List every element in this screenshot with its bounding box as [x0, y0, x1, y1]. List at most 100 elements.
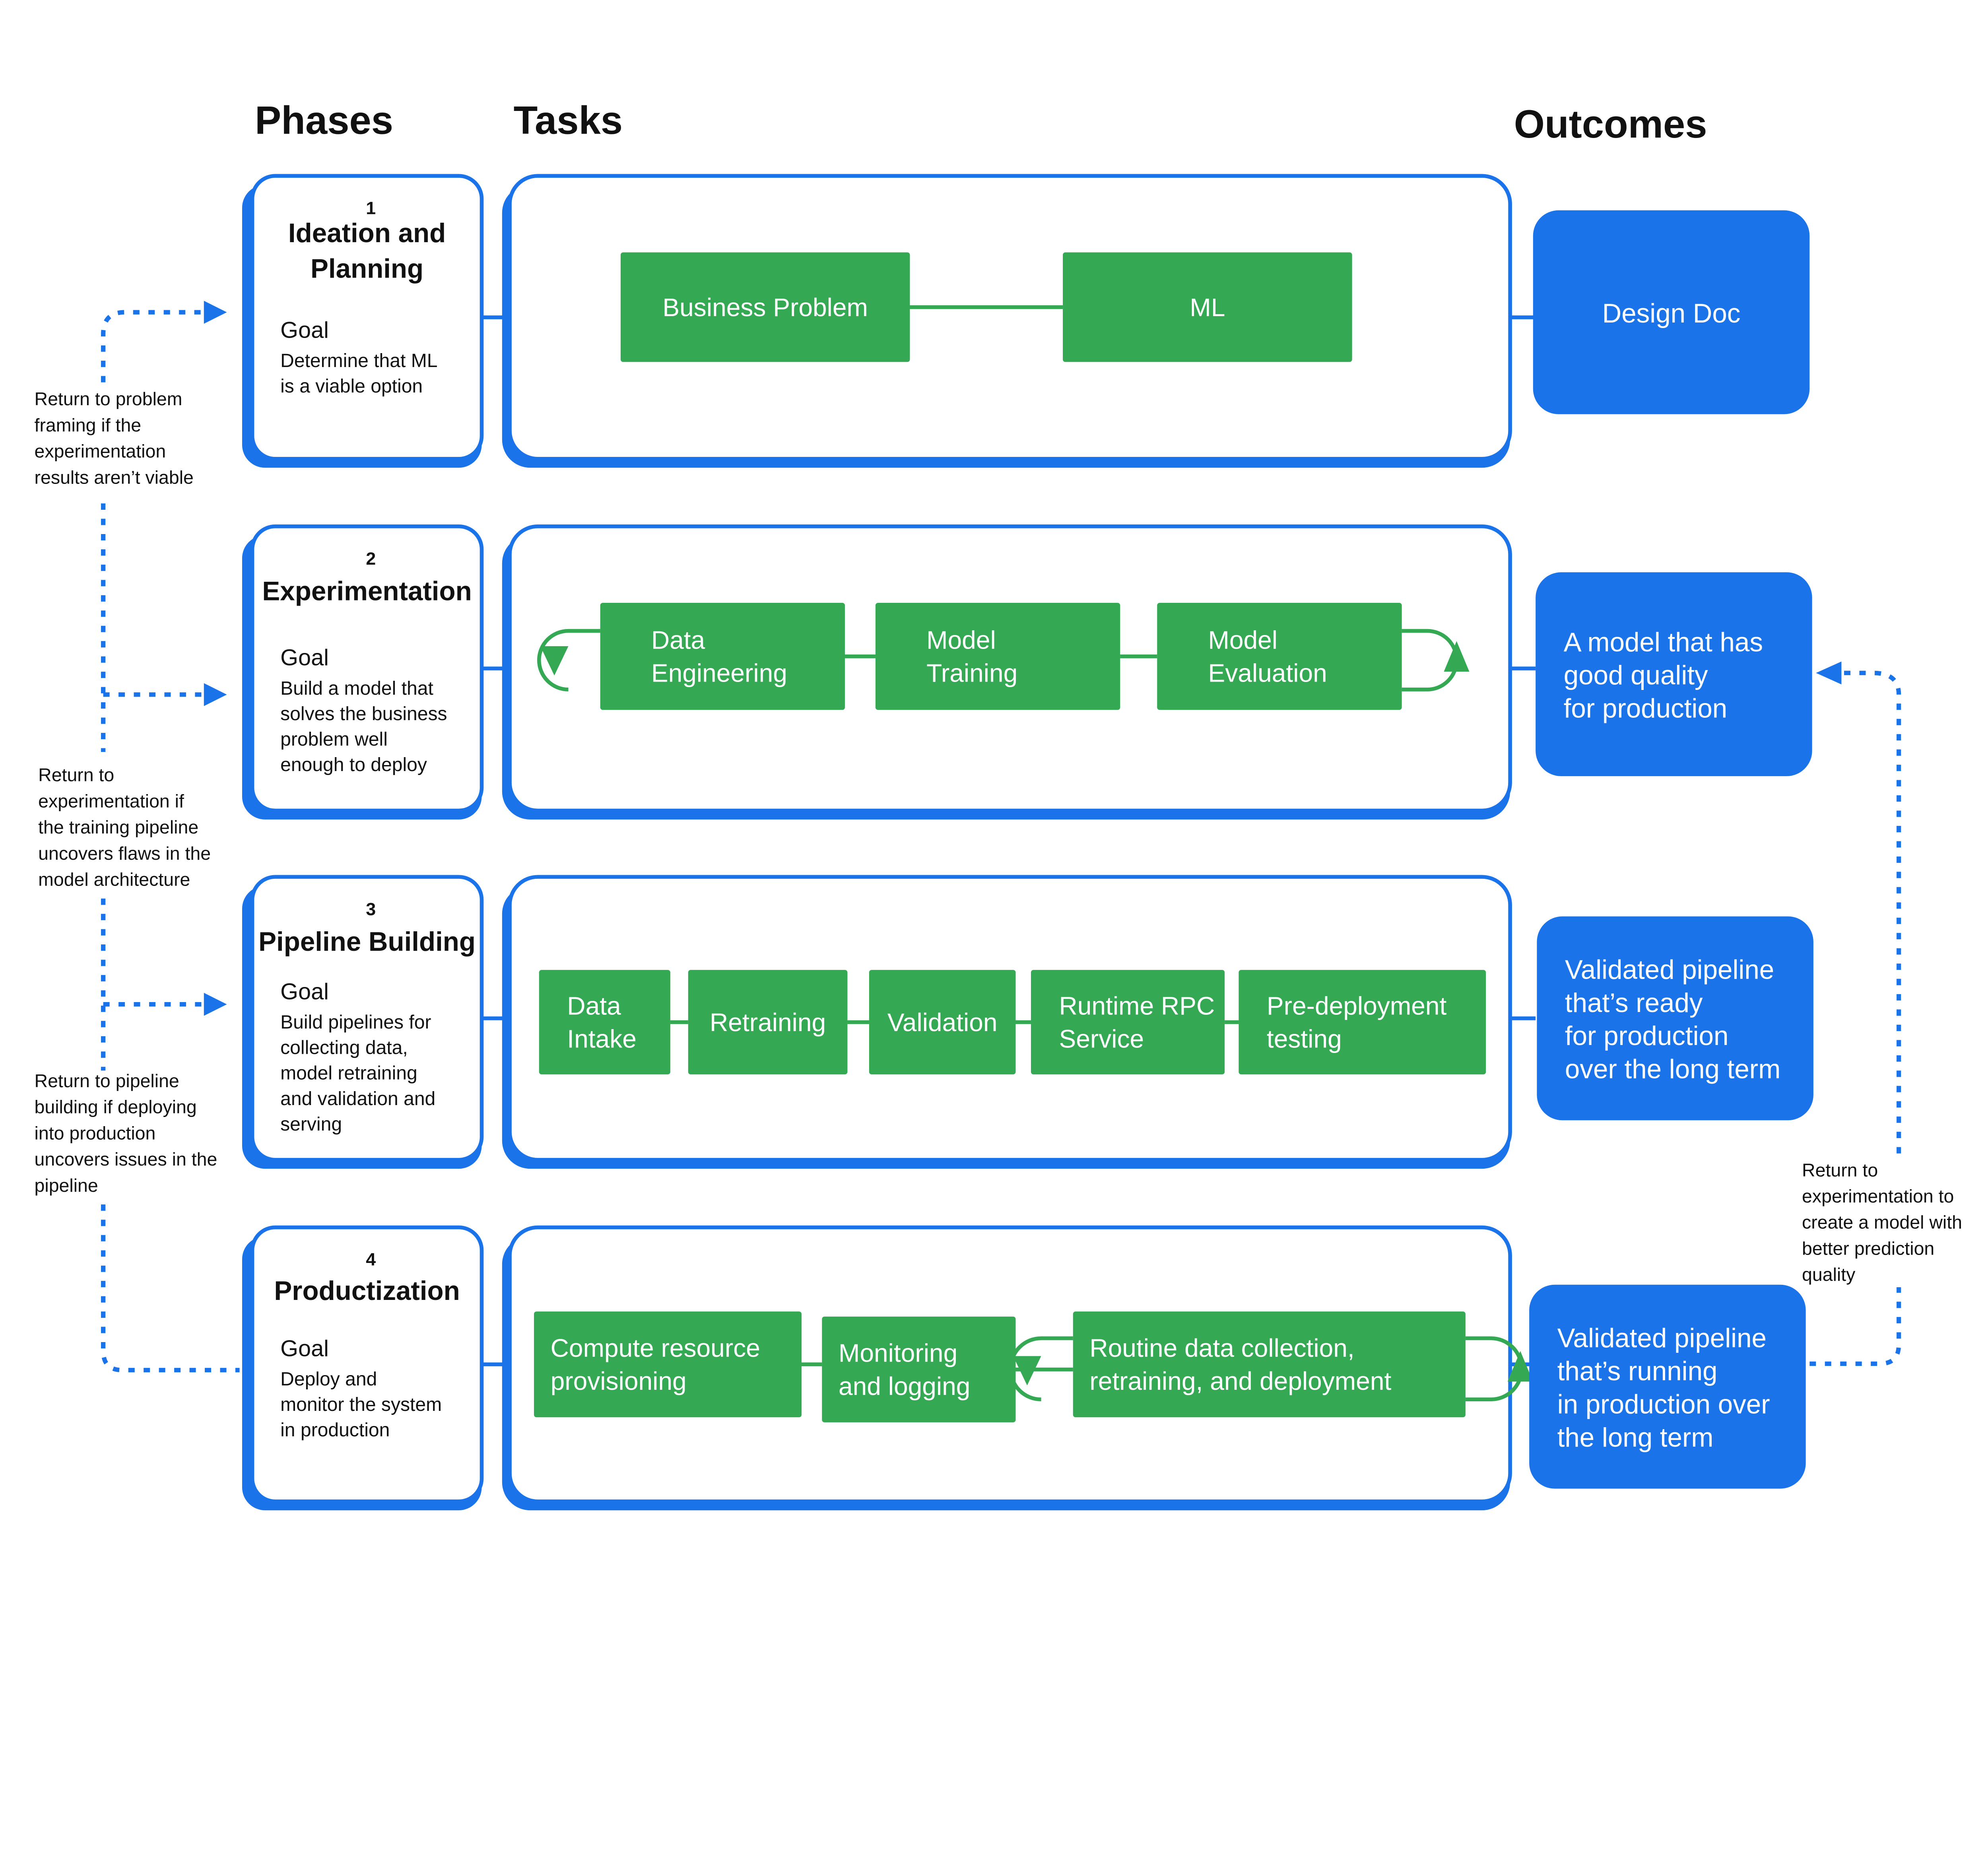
goal-text: is a viable option: [280, 375, 423, 397]
task-label: Validation: [887, 1008, 998, 1037]
task-box: [1031, 970, 1225, 1074]
feedback-label: experimentation to: [1802, 1186, 1954, 1206]
feedback-label: pipeline: [35, 1175, 98, 1196]
feedback-path: [101, 310, 204, 383]
phase-title: Productization: [274, 1276, 460, 1306]
task-box: [822, 1316, 1016, 1422]
task-label: Runtime RPC: [1059, 991, 1215, 1020]
loop-arrow-icon: [540, 646, 569, 676]
task-label: Engineering: [651, 659, 787, 688]
loop-arrow-icon: [1507, 1351, 1533, 1382]
outcome-label: Validated pipeline: [1565, 955, 1774, 985]
task-label: testing: [1267, 1025, 1342, 1053]
task-box: [688, 970, 848, 1074]
phase-title: Pipeline Building: [258, 927, 476, 957]
outcome-label: that’s ready: [1565, 988, 1703, 1018]
goal-label: Goal: [280, 979, 329, 1004]
outcome-label: A model that has: [1564, 627, 1763, 657]
feedback-path: [101, 503, 204, 752]
phase-title: Planning: [311, 254, 423, 284]
task-box: [600, 603, 845, 710]
feedback-path: [101, 1204, 240, 1373]
outcome-label: good quality: [1564, 660, 1708, 690]
phase-number: 3: [366, 899, 376, 919]
goal-label: Goal: [280, 317, 329, 343]
task-box: [539, 970, 670, 1074]
task-label: Compute resource: [551, 1334, 760, 1362]
goal-text: enough to deploy: [280, 754, 427, 775]
tasks-header: Tasks: [514, 99, 623, 143]
goal-text: model retraining: [280, 1063, 417, 1084]
feedback-label: uncovers flaws in the: [38, 843, 211, 864]
task-label: Routine data collection,: [1089, 1334, 1354, 1362]
feedback-label: experimentation if: [38, 791, 184, 811]
goal-text: and validation and: [280, 1088, 435, 1109]
arrow-right-icon: [204, 683, 227, 706]
outcome-label: for production: [1564, 694, 1728, 723]
phase-title: Ideation and: [288, 218, 446, 248]
task-label: Service: [1059, 1025, 1144, 1053]
goal-text: serving: [280, 1113, 342, 1135]
outcome-label: the long term: [1557, 1423, 1714, 1453]
task-box: [1063, 252, 1352, 362]
arrow-right-icon: [204, 993, 227, 1016]
feedback-path: [1809, 670, 1901, 1366]
phase-number: 4: [366, 1249, 376, 1270]
arrow-left-icon: [1816, 661, 1842, 685]
goal-text: Determine that ML: [280, 350, 437, 371]
feedback-label: building if deploying: [35, 1097, 197, 1117]
outcome-label: that’s running: [1557, 1356, 1718, 1386]
task-label: Business Problem: [662, 293, 868, 322]
feedback-label: Return to problem: [35, 389, 182, 409]
task-label: Model: [926, 626, 996, 654]
goal-text: Build a model that: [280, 678, 433, 699]
loop-arrow-icon: [1013, 1356, 1041, 1385]
feedback-label: Return to pipeline: [35, 1070, 179, 1091]
task-box: [620, 252, 910, 362]
feedback-label: the training pipeline: [38, 817, 198, 837]
feedback-label: Return to: [38, 765, 114, 785]
feedback-path: [101, 898, 204, 1071]
task-label: Pre-deployment: [1267, 991, 1447, 1020]
task-box: [875, 603, 1120, 710]
outcome-label: Design Doc: [1602, 299, 1741, 328]
task-label: Monitoring: [839, 1339, 957, 1368]
task-label: ML: [1190, 293, 1225, 322]
outcome-box-2: [1536, 572, 1812, 776]
feedback-label: create a model with: [1802, 1212, 1962, 1233]
outcomes-header: Outcomes: [1514, 102, 1707, 146]
outcome-label: in production over: [1557, 1389, 1770, 1419]
task-box: [869, 970, 1016, 1074]
task-label: provisioning: [551, 1367, 687, 1395]
goal-text: collecting data,: [280, 1037, 408, 1059]
task-box: [1239, 970, 1486, 1074]
goal-text: monitor the system: [280, 1394, 442, 1415]
loop-arrow-icon: [1444, 641, 1470, 672]
phase-title: Experimentation: [262, 577, 472, 606]
task-label: Evaluation: [1208, 659, 1327, 688]
goal-text: Deploy and: [280, 1368, 377, 1390]
feedback-label: model architecture: [38, 869, 190, 890]
outcome-box-3: [1537, 916, 1813, 1121]
feedback-label: experimentation: [35, 441, 166, 462]
phase-number: 1: [366, 198, 376, 218]
outcome-label: Validated pipeline: [1557, 1323, 1767, 1353]
task-label: retraining, and deployment: [1089, 1367, 1391, 1395]
arrow-right-icon: [204, 301, 227, 324]
task-label: Intake: [567, 1025, 637, 1053]
feedback-label: into production: [35, 1123, 156, 1143]
phases-header: Phases: [255, 99, 393, 143]
feedback-label: results aren’t viable: [35, 467, 194, 488]
task-box: [1073, 1311, 1466, 1418]
goal-text: in production: [280, 1419, 390, 1441]
goal-text: solves the business: [280, 703, 447, 725]
task-label: Retraining: [710, 1008, 826, 1037]
goal-text: Build pipelines for: [280, 1012, 431, 1033]
task-box: [1157, 603, 1402, 710]
goal-label: Goal: [280, 1336, 329, 1361]
phase-number: 2: [366, 548, 376, 569]
goal-text: problem well: [280, 728, 388, 750]
task-label: Training: [926, 659, 1017, 688]
